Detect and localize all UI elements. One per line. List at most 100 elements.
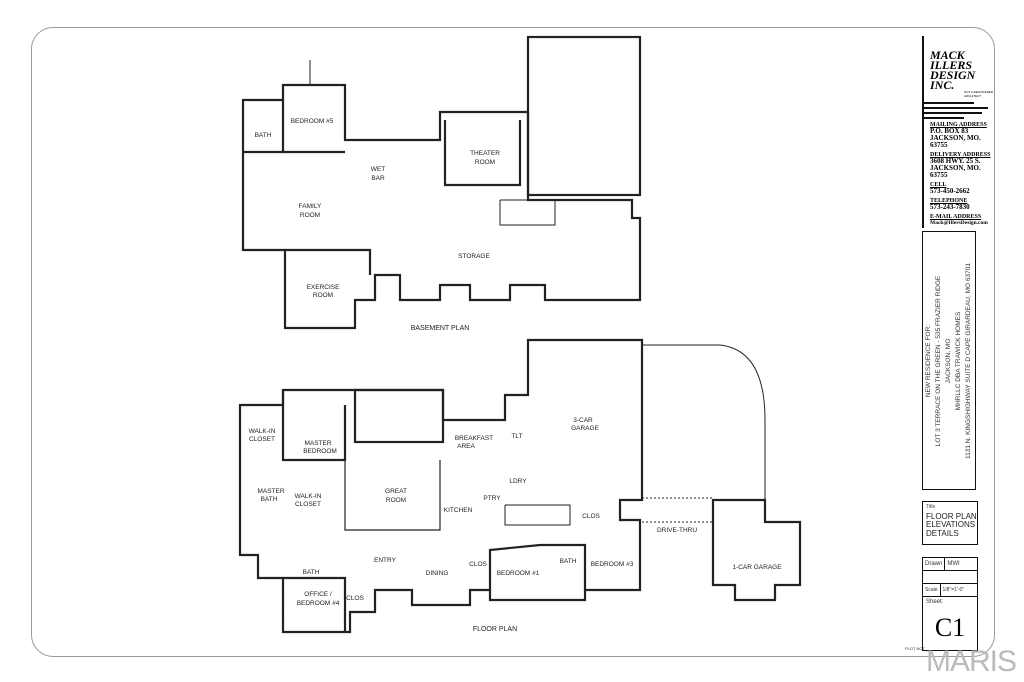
room-label: WALK-IN (295, 493, 322, 500)
room-label: GARAGE (571, 425, 599, 432)
room-label: BATH (560, 558, 577, 565)
telephone-label: TELEPHONE (930, 198, 968, 204)
project-line: LOT 3 TERRACE ON THE GREEN - 535 FRAZIER… (935, 275, 942, 446)
room-label: KITCHEN (444, 507, 473, 514)
room-label: WALK-IN (249, 428, 276, 435)
main-floor-outline (238, 338, 644, 634)
delivery-address: 3608 HWY. 25 S. (930, 157, 981, 165)
cell-label: CELL (930, 182, 947, 188)
bedroom-walls (488, 543, 587, 590)
sheet-label: Sheet: (926, 599, 944, 605)
room-label: BEDROOM #4 (297, 600, 340, 607)
porch-roof (353, 388, 445, 444)
upper-garage-footprint (526, 35, 642, 197)
drawing-sheet-border (31, 27, 995, 657)
room-label: ROOM (313, 292, 333, 299)
bedroom5-walls (281, 100, 345, 154)
sheet-title: DETAILS (926, 528, 959, 538)
room-label: MASTER (304, 440, 331, 447)
drawn-value: MWI (944, 558, 961, 570)
main-floor-walls (238, 338, 802, 634)
driveway-curve (642, 344, 766, 500)
basement-outline (241, 83, 642, 330)
great-room-walls (344, 460, 441, 531)
room-label: ROOM (386, 497, 406, 504)
sheet-number: C1 (934, 613, 966, 642)
project-info-block: NEW RESIDENCE FOR: LOT 3 TERRACE ON THE … (922, 231, 976, 490)
cell-number: 573-450-2662 (930, 187, 970, 195)
one-car-garage-outline (711, 498, 802, 602)
project-info-text: NEW RESIDENCE FOR: LOT 3 TERRACE ON THE … (924, 236, 974, 486)
room-label: BATH (255, 132, 272, 139)
plot-mark: PLOT NOT (905, 646, 925, 651)
mailing-address: 63755 (930, 141, 948, 149)
room-label: DRIVE-THRU (657, 527, 697, 534)
project-line: JACKSON, MO (945, 338, 952, 383)
mailing-label: MAILING ADDRESS (930, 122, 987, 128)
room-label: BATH (261, 496, 278, 503)
sheet-title: ELEVATIONS (926, 520, 976, 529)
basement-walls (241, 35, 642, 330)
room-label: CLOSET (295, 501, 321, 508)
room-label: 3-CAR (573, 417, 593, 424)
mailing-address: P.O. BOX 83 (930, 127, 969, 135)
email-address: Mack@IllersDesign.com (930, 220, 988, 226)
exercise-walls (285, 248, 372, 275)
project-line: MHRLLC DBA TRAWICK HOMES (955, 311, 962, 410)
room-label: BREAKFAST (455, 435, 493, 442)
delivery-label: DELIVERY ADDRESS (930, 152, 991, 158)
room-label: BATH (303, 569, 320, 576)
firm-name: DESIGN (930, 68, 976, 82)
room-label: LDRY (509, 478, 527, 485)
room-label: CLOS (469, 561, 487, 568)
room-label: PTRY (483, 495, 501, 502)
maris-watermark: MARIS (926, 645, 1017, 678)
room-label: ENTRY (374, 557, 397, 564)
firm-name: INC. (930, 78, 955, 92)
room-label: CLOS (346, 595, 364, 602)
room-label: BEDROOM #1 (497, 570, 540, 577)
sheet-title-block: Title FLOOR PLAN ELEVATIONS DETAILS (922, 501, 978, 545)
mailing-address: JACKSON, MO. (930, 134, 981, 142)
project-line: NEW RESIDENCE FOR: (925, 324, 932, 397)
room-label: GREAT (385, 488, 407, 495)
telephone-number: 573-243-7830 (930, 203, 970, 211)
room-label: AREA (457, 443, 475, 450)
room-label: FAMILY (299, 203, 322, 210)
master-walls (281, 390, 347, 462)
room-label: BEDROOM #3 (591, 561, 634, 568)
room-label: BEDROOM (303, 448, 337, 455)
basement-plan-title: BASEMENT PLAN (411, 325, 470, 332)
firm-name: ILLERS (930, 58, 973, 72)
scale-value: 1/8"=1'-0" (939, 584, 967, 596)
room-label: WET (371, 166, 385, 173)
room-labels: BEDROOM #5 BATH WET BAR THEATER ROOM FAM… (249, 118, 783, 633)
logo-lines (924, 102, 994, 119)
room-label: BEDROOM #5 (291, 118, 334, 125)
room-label: CLOSET (249, 436, 275, 443)
room-label: THEATER (470, 150, 500, 157)
firm-note: NOT A REGISTERED ARCHITECT (964, 90, 994, 98)
room-label: STORAGE (458, 253, 490, 260)
blank-row (923, 571, 977, 584)
room-label: TLT (511, 433, 522, 440)
delivery-address: 63755 (930, 171, 948, 179)
room-label: EXERCISE (307, 284, 341, 291)
room-label: CLOS (582, 513, 600, 520)
stairs-main (504, 504, 571, 526)
theater-walls (443, 120, 522, 187)
firm-name: MACK (930, 48, 965, 62)
title-label: Title (926, 504, 936, 510)
room-label: DINING (426, 570, 449, 577)
office-walls (283, 576, 347, 632)
email-label: E-MAIL ADDRESS (930, 214, 982, 220)
room-label: 1-CAR GARAGE (732, 564, 782, 571)
room-label: ROOM (300, 212, 320, 219)
project-line: 1131 N. KINGSHIGHWAY SUITE D CAPE GIRARD… (965, 262, 972, 459)
